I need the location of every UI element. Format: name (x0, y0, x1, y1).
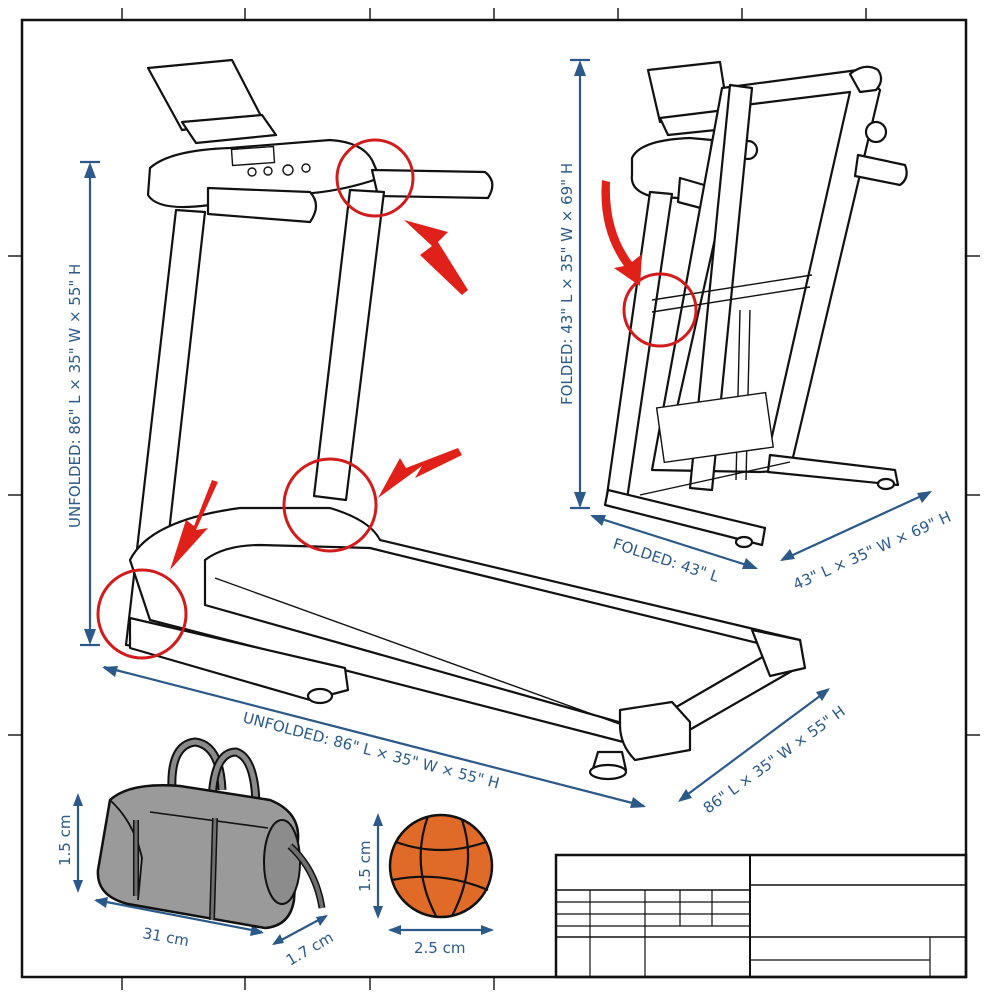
drawing-frame (8, 8, 980, 990)
bag-height-label: 1.5 cm (56, 815, 74, 866)
red-arrow-icon (170, 480, 218, 570)
folded-width-label: 43" L × 35" W × 69" H (790, 508, 953, 594)
bag-length-label: 31 cm (141, 924, 190, 950)
unfolded-vertical-label: UNFOLDED: 86" L × 35" W × 55" H (66, 264, 84, 528)
dimension-lines (73, 58, 932, 945)
highlight-circle (282, 457, 378, 553)
red-arrow-icon (601, 180, 642, 286)
highlight-circle (96, 568, 188, 660)
folded-vertical-label: FOLDED: 43" L × 35" W × 69" H (558, 163, 576, 405)
duffel-bag-icon (96, 737, 326, 930)
ball-width-label: 2.5 cm (414, 939, 465, 957)
unfolded-width-label: 86" L × 35" W × 55" H (700, 702, 849, 817)
highlight-circle (622, 272, 698, 348)
red-arrow-icon (404, 220, 468, 295)
highlight-circle (335, 138, 415, 218)
treadmill-folded-icon (601, 60, 908, 549)
unfolded-length-label: UNFOLDED: 86" L × 35" W × 55" H (241, 708, 501, 792)
red-arrow-icon (378, 448, 462, 498)
basketball-icon (388, 813, 494, 919)
title-block (554, 853, 968, 979)
ball-height-label: 1.5 cm (356, 841, 374, 892)
treadmill-unfolded-icon (96, 58, 807, 781)
folded-length-label: FOLDED: 43" L (611, 535, 722, 586)
